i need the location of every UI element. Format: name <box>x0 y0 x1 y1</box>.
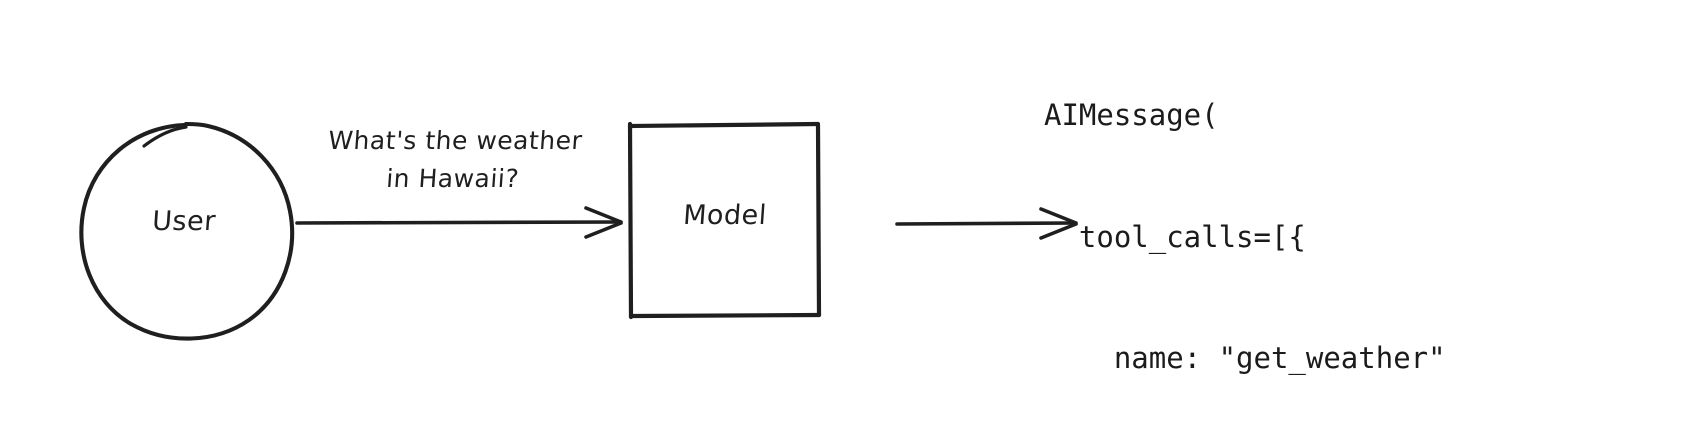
code-line-1: tool_calls=[{ <box>1044 219 1306 254</box>
arrow-user-to-model <box>295 206 623 239</box>
model-node-label: Model <box>682 200 768 231</box>
code-line-0: AIMessage( <box>1044 98 1219 132</box>
code-line-2: name: "get_weather" <box>1044 341 1446 375</box>
ai-message-code-block: AIMessage( tool_calls=[{ name: "get_weat… <box>1044 14 1481 432</box>
edge-label-line-1: What's the weather <box>327 126 584 155</box>
model-node-box[interactable] <box>627 121 822 320</box>
user-node-label: User <box>151 206 217 237</box>
arrow-model-to-output <box>895 207 1078 240</box>
edge-label-line-2: in Hawaii? <box>385 164 521 193</box>
edge-label-user-to-model: What's the weather in Hawaii? <box>285 122 622 198</box>
user-node-circle[interactable] <box>79 121 295 341</box>
